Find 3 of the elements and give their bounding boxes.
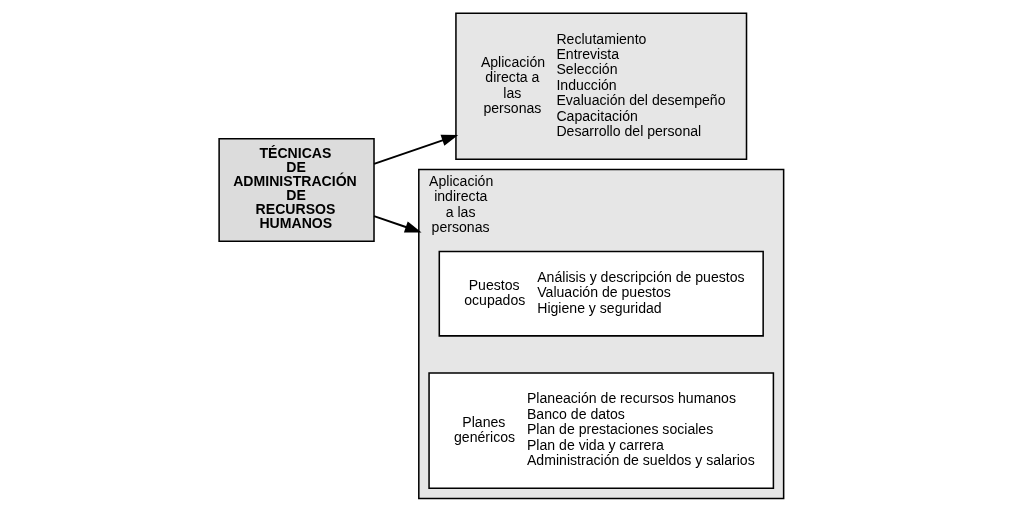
arrow xyxy=(373,215,422,233)
arrow xyxy=(373,134,459,165)
node-box: TÉCNICAS DE ADMINISTRACIÓN DE RECURSOS HUMANOS xyxy=(218,138,375,242)
